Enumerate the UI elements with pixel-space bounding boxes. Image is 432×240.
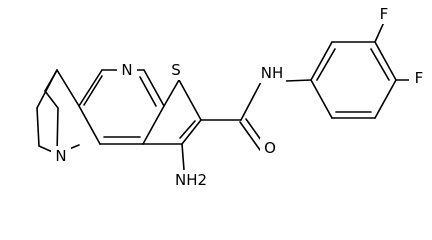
- atom-label-f-top: F: [380, 5, 389, 23]
- atom-label-s-thiophene: S: [171, 61, 181, 79]
- bond: [143, 69, 165, 107]
- atom-labels: N S NH O NH2 N F F: [51, 4, 429, 190]
- bond: [370, 48, 390, 81]
- bond-lines: [36, 21, 412, 171]
- bond: [78, 69, 103, 107]
- atom-label-n-pyridine: N: [121, 61, 132, 79]
- bond: [142, 105, 165, 145]
- bond: [310, 79, 333, 119]
- atom-label-f-right: F: [415, 69, 424, 87]
- bond: [181, 119, 202, 145]
- bond: [310, 41, 333, 81]
- bond: [240, 81, 262, 121]
- bond: [36, 107, 40, 147]
- bond: [181, 143, 185, 171]
- bond: [316, 48, 336, 81]
- atom-label-n-bridgehead: N: [55, 147, 66, 165]
- atom-label-o-carbonyl: O: [264, 139, 276, 157]
- atom-label-nh2-amino: NH2: [175, 171, 207, 189]
- bond: [374, 79, 397, 119]
- bond: [78, 105, 101, 145]
- bond: [239, 121, 261, 151]
- chemical-structure: N S NH O NH2 N F F: [36, 4, 429, 190]
- bond: [44, 69, 58, 92]
- bond: [56, 69, 80, 107]
- bond: [163, 79, 180, 107]
- bond: [44, 90, 59, 109]
- bond: [374, 21, 385, 43]
- bond: [374, 41, 397, 81]
- bond: [178, 79, 202, 121]
- atom-label-nh-amide: NH: [261, 64, 284, 82]
- bond: [179, 120, 196, 139]
- bond: [139, 76, 157, 107]
- bond: [83, 75, 103, 106]
